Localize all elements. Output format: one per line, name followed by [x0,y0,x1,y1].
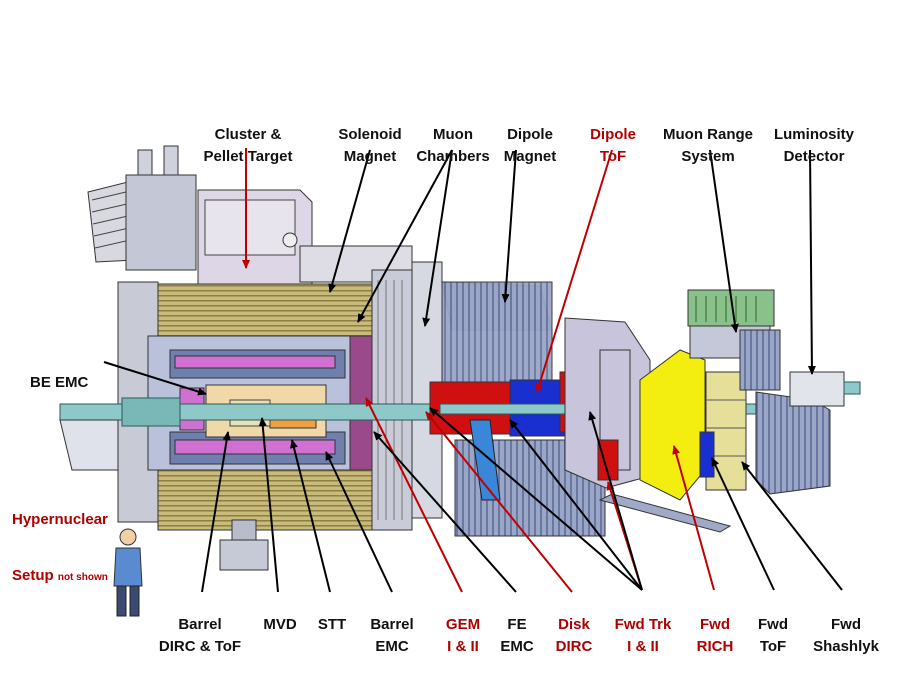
pointer-fwdtrk-2 [509,419,643,591]
pointer-barrel-dirc [201,431,231,593]
target-spectrometer [59,145,443,571]
pointer-barrel-emc [325,451,393,593]
pointer-fwdtrk-1 [429,407,643,591]
pointer-fwd-shashlyk [741,461,843,591]
label-cluster-pellet-target: Cluster &Pellet Target [203,126,293,165]
pointer-dipole-tof [535,149,613,393]
person-figure [113,528,143,617]
pointer-stt [290,439,331,593]
pointer-fwdtrk-4 [588,411,643,591]
pointer-fe-emc [373,431,517,593]
pointer-dipole [501,149,517,303]
label-stt: STT [317,616,347,633]
pointer-fwd-tof [711,457,775,591]
pointer-lines [103,148,843,593]
label-hypernuclear-setup: Hypernuclear Setup not shown [12,511,108,584]
label-mvd: MVD [263,616,297,633]
pointer-muon-2 [422,149,453,327]
pointer-mvd [258,417,279,593]
pointer-muon-range [709,149,739,333]
pointer-fwd-rich [672,445,715,591]
pointer-gem [365,397,463,593]
pointer-muon-1 [357,149,453,323]
pointer-luminosity [807,149,816,375]
forward-spectrometer [429,281,861,537]
label-be-emc: BE EMC [30,374,89,391]
pointer-be-emc [103,361,207,396]
pointer-solenoid [328,149,371,293]
pointer-disk-dirc [425,411,573,593]
